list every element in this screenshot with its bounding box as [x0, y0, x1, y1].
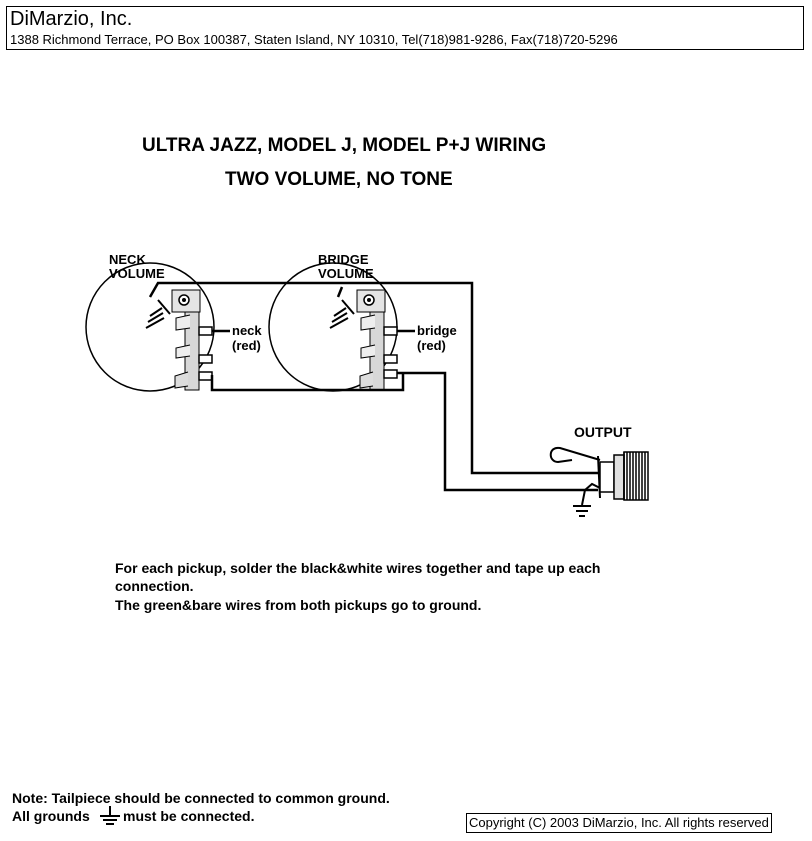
neck-volume-pot: [85, 262, 215, 392]
company-name: DiMarzio, Inc.: [10, 8, 133, 30]
neck-pot-lug-upper: [198, 354, 213, 364]
volume-link-wire: [210, 373, 405, 392]
company-address: 1388 Richmond Terrace, PO Box 100387, St…: [10, 32, 618, 47]
ground-wire-bridge-tap: [336, 286, 344, 298]
bridge-pot-lug-upper: [383, 354, 398, 364]
bridge-volume-label: BRIDGE: [318, 252, 369, 267]
ground-wire: [148, 281, 600, 475]
instruction-line: The green&bare wires from both pickups g…: [115, 597, 482, 613]
bridge-volume-label-2: VOLUME: [318, 266, 374, 281]
header-box: DiMarzio, Inc. 1388 Richmond Terrace, PO…: [6, 6, 804, 50]
bridge-pot-ground-symbol: [329, 299, 355, 329]
neck-wire-label: neck: [232, 323, 262, 338]
note-tailpiece: Note: Tailpiece should be connected to c…: [12, 790, 390, 806]
note-grounds-end: must be connected.: [123, 808, 255, 824]
bridge-pot-lug-middle: [383, 326, 398, 336]
note-grounds-start: All grounds: [12, 808, 90, 824]
bridge-wire-color: (red): [417, 338, 446, 353]
bridge-wire-label: bridge: [417, 323, 457, 338]
neck-pot-lug-middle: [198, 326, 213, 336]
copyright-notice: Copyright (C) 2003 DiMarzio, Inc. All ri…: [466, 813, 772, 833]
output-label: OUTPUT: [574, 424, 632, 440]
neck-wire-color: (red): [232, 338, 261, 353]
diagram-subtitle: TWO VOLUME, NO TONE: [225, 169, 453, 190]
instruction-line: For each pickup, solder the black&white …: [115, 560, 601, 576]
bridge-pot-lug-lower: [383, 369, 398, 379]
output-jack: [549, 446, 649, 517]
neck-volume-label: NECK: [109, 252, 146, 267]
instruction-line: connection.: [115, 578, 194, 594]
neck-pot-lug-lower: [198, 371, 213, 381]
hot-output-wire: [397, 371, 598, 492]
neck-pot-ground-symbol: [145, 299, 171, 329]
diagram-title: ULTRA JAZZ, MODEL J, MODEL P+J WIRING: [142, 135, 547, 156]
ground-icon: [100, 806, 120, 825]
neck-volume-label-2: VOLUME: [109, 266, 165, 281]
